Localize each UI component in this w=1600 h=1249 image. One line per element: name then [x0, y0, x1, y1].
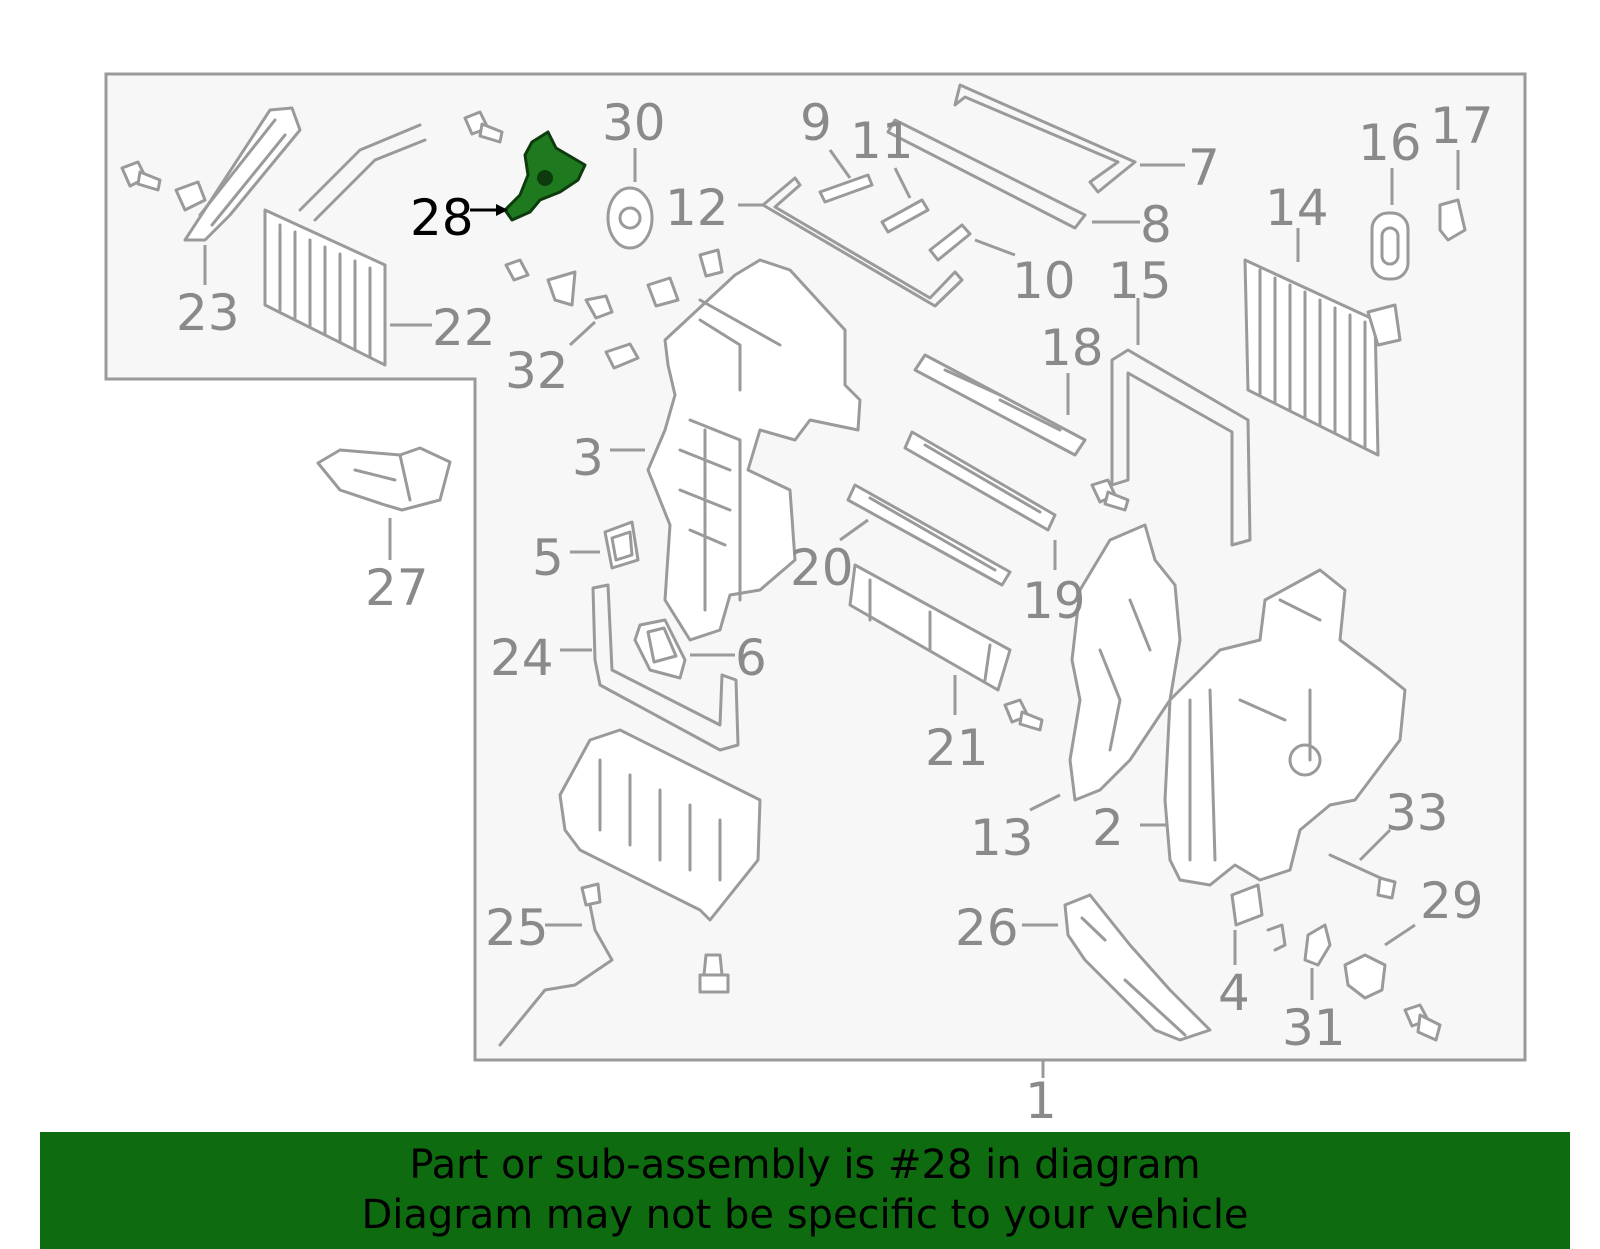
- callout-23[interactable]: 23: [176, 284, 240, 342]
- callout-3[interactable]: 3: [572, 429, 604, 487]
- callout-32[interactable]: 32: [505, 342, 569, 400]
- callout-28[interactable]: 28: [410, 189, 474, 247]
- callout-15[interactable]: 15: [1108, 252, 1172, 310]
- part-7-seal[interactable]: [953, 83, 1137, 194]
- callout-13[interactable]: 13: [970, 809, 1034, 867]
- part-16-grommet[interactable]: [1370, 211, 1410, 281]
- part-10-seal[interactable]: [928, 223, 972, 262]
- callout-33[interactable]: 33: [1385, 784, 1449, 842]
- bolt-top-left[interactable]: [120, 160, 162, 192]
- info-banner: Part or sub-assembly is #28 in diagram D…: [40, 1132, 1570, 1249]
- callout-21[interactable]: 21: [925, 719, 989, 777]
- part-5-gasket[interactable]: [603, 520, 640, 570]
- callout-5[interactable]: 5: [532, 529, 564, 587]
- bolt-top-center[interactable]: [463, 110, 504, 144]
- part-31-bracket[interactable]: [1303, 923, 1332, 967]
- part-4-gasket[interactable]: [1230, 883, 1264, 927]
- part-14-evaporator[interactable]: [1243, 258, 1402, 457]
- callout-12[interactable]: 12: [665, 179, 729, 237]
- callout-1[interactable]: 1: [1025, 1072, 1057, 1130]
- part-32-clip[interactable]: [504, 258, 640, 370]
- callout-11[interactable]: 11: [850, 112, 914, 170]
- clip-small-1[interactable]: [646, 248, 724, 308]
- bolt-center-1[interactable]: [1090, 478, 1130, 512]
- part-12-seal[interactable]: [761, 176, 964, 308]
- part-9-seal[interactable]: [818, 173, 874, 204]
- part-21-door[interactable]: [848, 563, 1012, 692]
- part-19-door[interactable]: [903, 430, 1057, 532]
- part-17-cap[interactable]: [1438, 198, 1467, 242]
- callout-19[interactable]: 19: [1022, 572, 1086, 630]
- callout-14[interactable]: 14: [1265, 179, 1329, 237]
- callout-4[interactable]: 4: [1218, 964, 1250, 1022]
- callout-16[interactable]: 16: [1358, 114, 1422, 172]
- callout-20[interactable]: 20: [790, 539, 854, 597]
- callout-17[interactable]: 17: [1430, 97, 1494, 155]
- part-29-actuator[interactable]: [1343, 953, 1387, 1000]
- part-33-rod[interactable]: [1328, 853, 1397, 900]
- part-30-motor[interactable]: [606, 186, 654, 250]
- banner-line-2: Diagram may not be specific to your vehi…: [361, 1192, 1249, 1238]
- part-20-door[interactable]: [846, 483, 1012, 587]
- bolt-center-2[interactable]: [1003, 698, 1044, 732]
- callout-2[interactable]: 2: [1092, 799, 1124, 857]
- part-11-seal[interactable]: [880, 198, 930, 234]
- part-2-housing[interactable]: [1163, 568, 1407, 887]
- callout-labels: 28 30 9 11 12 7 8 10 16 17 14 15 23 22 3…: [176, 94, 1494, 1130]
- bolt-bottom-right[interactable]: [1403, 1003, 1442, 1042]
- part-8-seal[interactable]: [886, 118, 1087, 230]
- callout-6[interactable]: 6: [735, 629, 767, 687]
- part-3-housing[interactable]: [646, 258, 862, 642]
- bolt-bottom-1[interactable]: [698, 953, 730, 994]
- callout-10[interactable]: 10: [1012, 252, 1076, 310]
- callout-26[interactable]: 26: [955, 899, 1019, 957]
- callout-9[interactable]: 9: [800, 94, 832, 152]
- callout-27[interactable]: 27: [365, 559, 429, 617]
- callout-25[interactable]: 25: [485, 899, 549, 957]
- callout-8[interactable]: 8: [1140, 196, 1172, 254]
- part-28-actuator[interactable]: [503, 130, 587, 222]
- part-22-heater-core[interactable]: [263, 123, 427, 367]
- callout-18[interactable]: 18: [1040, 319, 1104, 377]
- callout-24[interactable]: 24: [490, 629, 554, 687]
- clip-small-2[interactable]: [1266, 923, 1287, 952]
- part-18-door[interactable]: [913, 353, 1087, 457]
- callout-7[interactable]: 7: [1188, 139, 1220, 197]
- part-25-lower-case[interactable]: [558, 728, 762, 922]
- part-23-bracket[interactable]: [174, 106, 302, 242]
- drain-hose[interactable]: [498, 882, 614, 1047]
- part-27-duct[interactable]: [316, 446, 452, 512]
- part-26-duct[interactable]: [1063, 893, 1212, 1042]
- banner-line-1: Part or sub-assembly is #28 in diagram: [409, 1142, 1201, 1188]
- callout-22[interactable]: 22: [432, 299, 496, 357]
- part-13-plate[interactable]: [1068, 523, 1182, 802]
- callout-29[interactable]: 29: [1420, 872, 1484, 930]
- callout-31[interactable]: 31: [1282, 999, 1346, 1057]
- leader-lines: [203, 148, 1460, 1078]
- part-24-seal[interactable]: [591, 583, 740, 752]
- part-6-gasket[interactable]: [633, 618, 687, 680]
- callout-30[interactable]: 30: [602, 94, 666, 152]
- part-15-frame[interactable]: [1110, 348, 1252, 547]
